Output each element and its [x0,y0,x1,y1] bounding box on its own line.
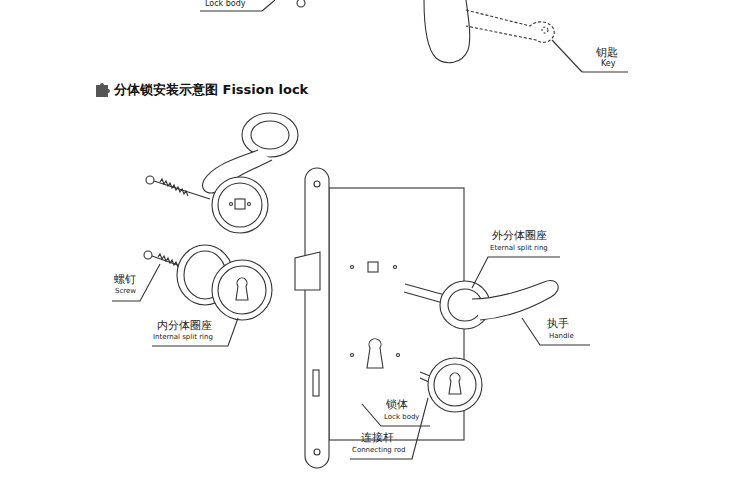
part-label: Lock body [205,0,246,9]
inner-split-ring [177,245,272,320]
cropped-fragments [200,0,628,72]
part-label: 执手 [547,318,569,330]
part-label: 螺钉 [114,274,136,286]
part-label: Lock body [384,414,420,422]
part-label: Internal split ring [153,334,213,342]
leader-lines [112,257,590,459]
part-label: 钥匙 [596,47,618,59]
diagram-title: 分体锁安装示意图 Fission lock [114,82,308,98]
part-label: Eternal split ring [490,245,548,253]
part-label: Handle [549,333,574,341]
part-label: 连接杆 [361,432,394,444]
inner-handle [203,113,298,233]
lock-body-drawing [295,168,464,468]
outer-plate [420,358,482,412]
part-label: Key [601,60,616,69]
part-label: Screw [115,288,136,296]
part-label: Connecting rod [352,447,405,455]
part-label: 锁体 [386,399,408,411]
outer-handle [404,281,558,329]
part-label: 内分体圈座 [157,320,212,332]
title-icon [96,83,110,97]
part-label: 外分体圈座 [492,230,547,242]
